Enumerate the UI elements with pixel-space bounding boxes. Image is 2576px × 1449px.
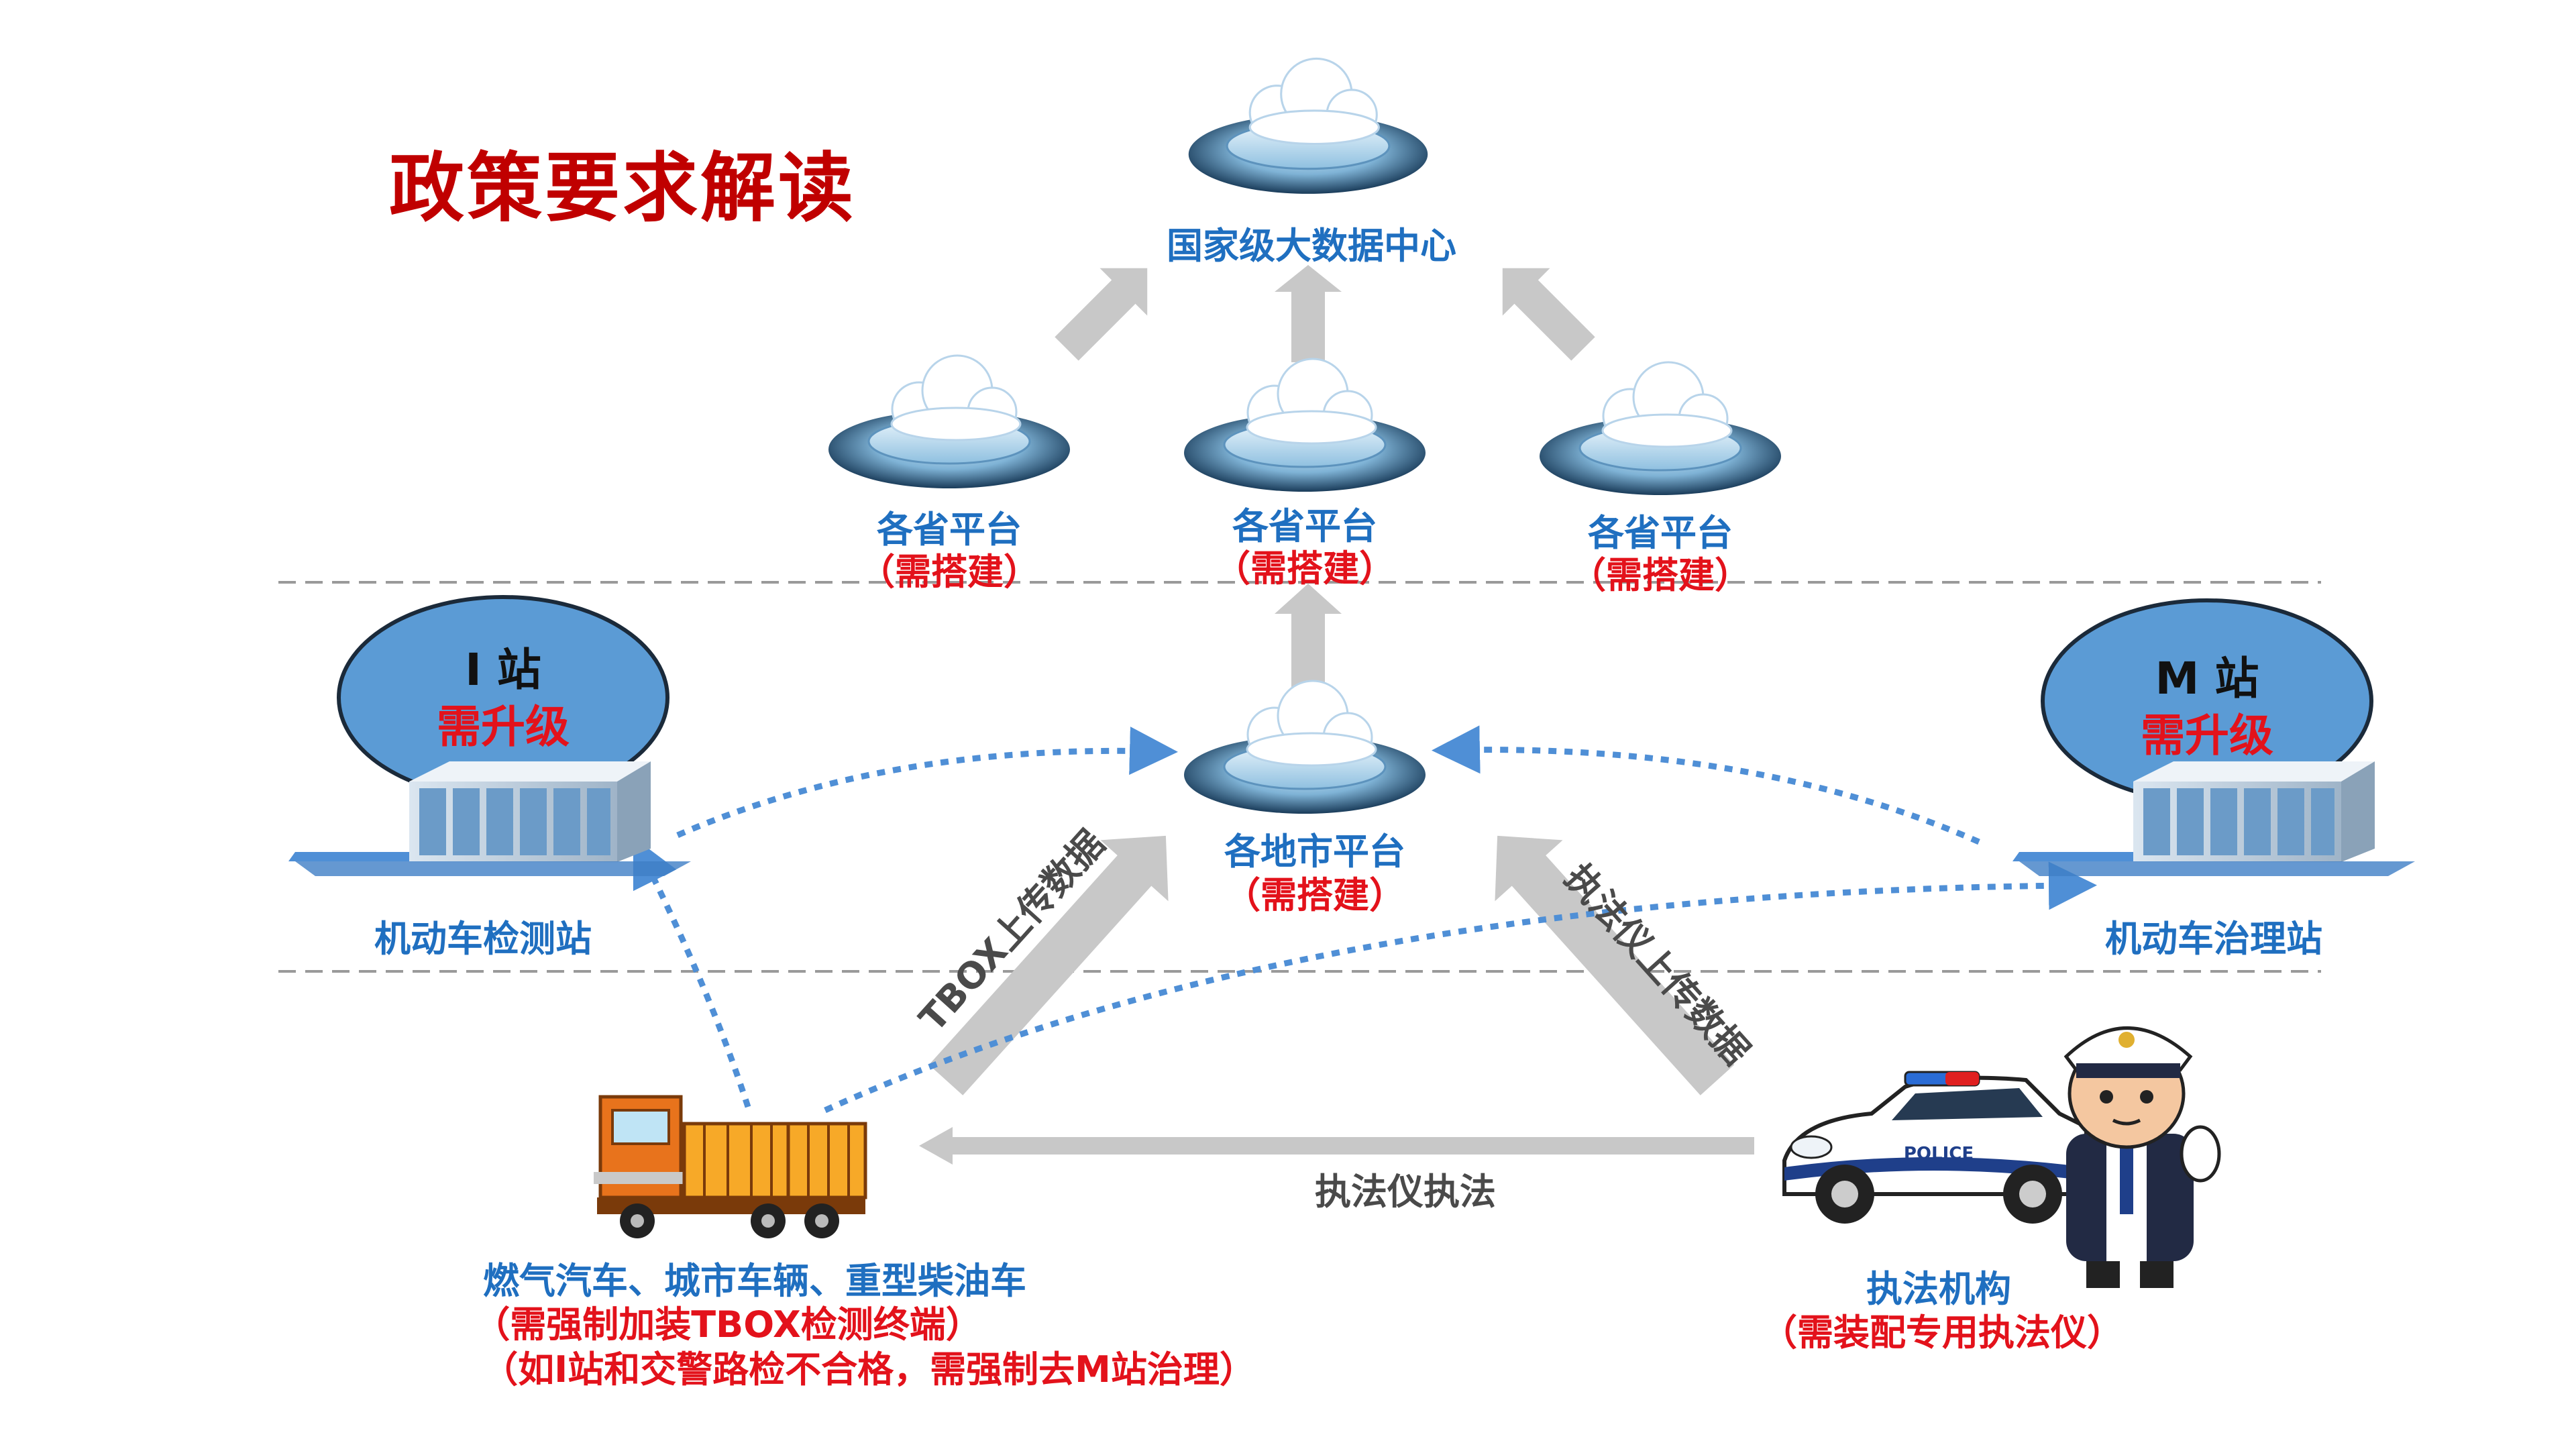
cloud-city-icon — [1184, 680, 1426, 814]
police-car-label: POLICE — [1904, 1144, 1974, 1164]
m-station-note: 需升级 — [2141, 710, 2273, 761]
city-platform-label: 各地市平台 — [1224, 830, 1405, 873]
building-m-icon — [2012, 761, 2415, 876]
vehicles-note-1: （需强制加装TBOX检测终端） — [474, 1303, 982, 1346]
police-car-icon: POLICE — [1782, 1071, 2088, 1224]
vehicles-note-2: （如I站和交警路检不合格，需强制去M站治理） — [482, 1348, 1256, 1391]
cloud-province-right-icon — [1540, 361, 1781, 495]
province-left-note: （需搭建） — [859, 551, 1040, 593]
cloud-national-icon — [1188, 57, 1428, 194]
arrow-province-left-up — [1055, 268, 1148, 361]
arrow-province-center-up — [1275, 265, 1342, 362]
arrow-enforcer-upload — [1495, 835, 1735, 1095]
i-station-note: 需升级 — [437, 701, 570, 753]
vehicles-label: 燃气汽车、城市车辆、重型柴油车 — [483, 1260, 1026, 1302]
gray-arrows — [919, 265, 1754, 1165]
enforcement-label: 执法仪执法 — [1315, 1171, 1496, 1213]
i-station-building-label: 机动车检测站 — [374, 918, 592, 960]
arrow-enforcement — [919, 1127, 1754, 1165]
truck-icon — [594, 1095, 867, 1238]
national-center-label: 国家级大数据中心 — [1167, 225, 1456, 267]
cloud-province-left-icon — [828, 354, 1070, 488]
province-left-label: 各省平台 — [877, 508, 1022, 551]
province-right-note: （需搭建） — [1570, 554, 1751, 596]
enforcement-agency-note: （需装配专用执法仪） — [1761, 1311, 2123, 1354]
dotted-truck-to-m — [824, 861, 2097, 1114]
province-right-label: 各省平台 — [1588, 512, 1733, 554]
arrow-city-up — [1275, 584, 1342, 694]
dotted-i-to-city — [676, 727, 1178, 839]
city-platform-note: （需搭建） — [1224, 874, 1405, 916]
dotted-m-to-city — [1432, 725, 1980, 845]
police-officer-icon — [2063, 1026, 2221, 1288]
enforcement-agency-label: 执法机构 — [1866, 1268, 2011, 1310]
i-station-name: I 站 — [465, 644, 541, 696]
dotted-truck-to-i — [633, 837, 751, 1108]
page-title: 政策要求解读 — [389, 145, 856, 232]
province-center-label: 各省平台 — [1232, 505, 1377, 547]
m-station-name: M 站 — [2155, 653, 2259, 704]
cloud-province-center-icon — [1184, 358, 1426, 492]
building-i-icon — [288, 761, 691, 876]
province-center-note: （需搭建） — [1214, 547, 1395, 590]
m-station-building-label: 机动车治理站 — [2105, 918, 2322, 960]
arrow-province-right-up — [1502, 268, 1595, 361]
dotted-arrows — [633, 725, 2097, 1114]
arrow-tbox-upload — [928, 835, 1169, 1095]
